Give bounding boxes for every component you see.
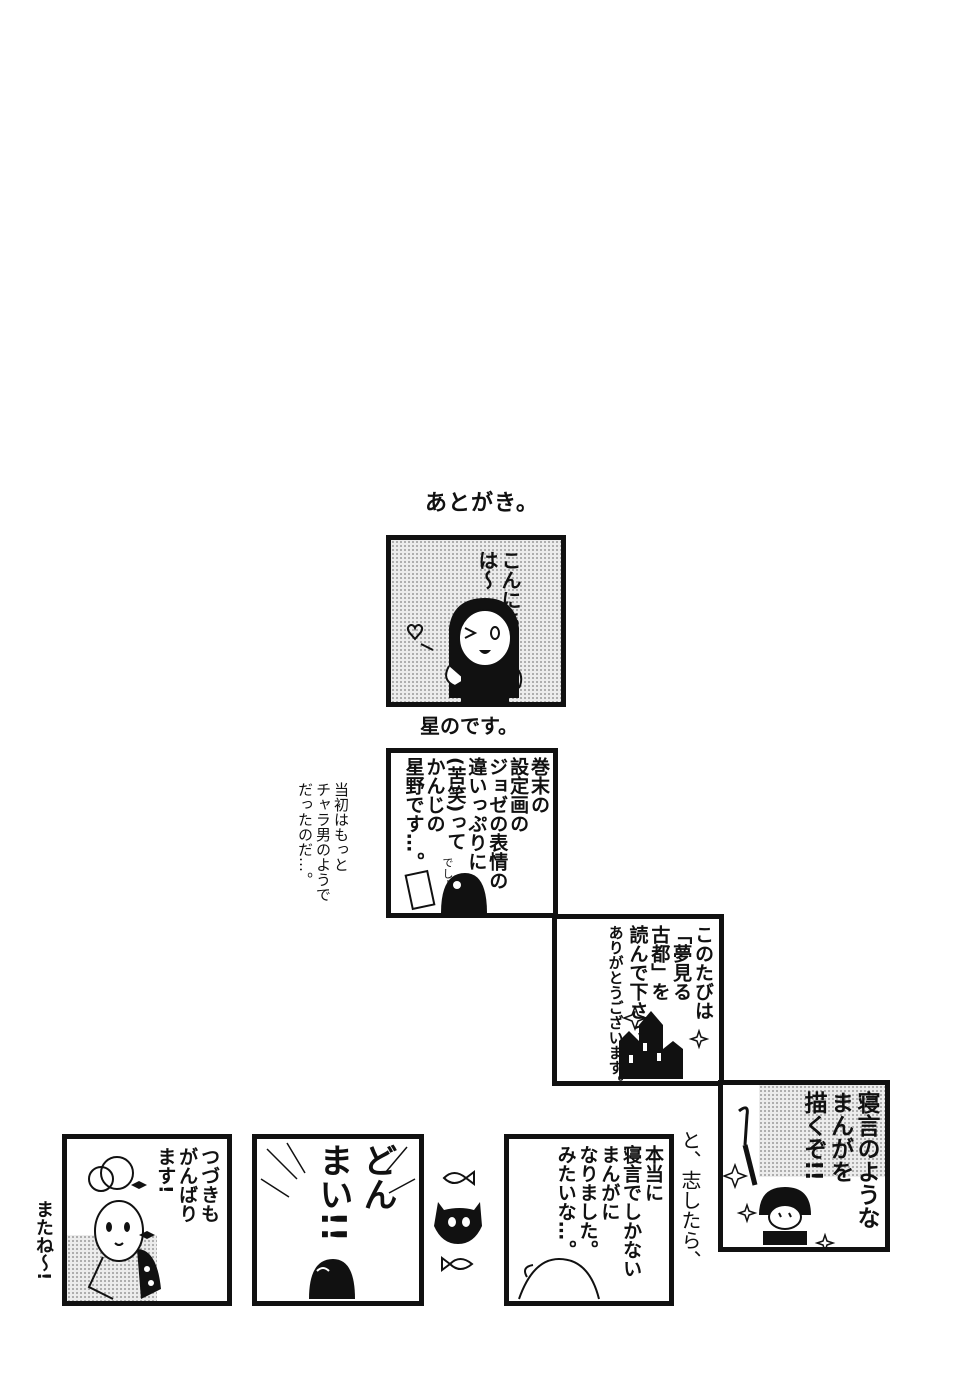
result-line-1: 本当に	[642, 1145, 664, 1202]
panel-resolve: 寝言のような まんがを 描くぞ!!	[718, 1080, 890, 1252]
design-line-4: 違いっぷりに	[465, 757, 488, 871]
design-line-1: 巻末の	[528, 757, 550, 814]
panel-design-sheets-text: 巻末の 設定画の ジョゼの表情の 違いっぷりに (苦笑)って かんじの 星野です…	[402, 757, 550, 890]
intro-caption: 星のです。	[420, 714, 518, 738]
fallen-author-figure	[518, 1257, 600, 1300]
cat-and-fish-icons	[434, 1170, 482, 1272]
result-line-2: 寝言でしかない	[620, 1145, 643, 1278]
continue-line-3: ます!	[154, 1147, 177, 1194]
author-pen-figure	[723, 1106, 836, 1247]
resolve-line-1: 寝言のような	[853, 1091, 879, 1229]
thanks-line-2: 「夢見る	[670, 925, 693, 1001]
side-note-line-3: だったのだ…。	[296, 782, 314, 887]
side-note-goodbye: またね〜!	[33, 1200, 54, 1281]
resolve-line-3: 描くぞ!!	[800, 1091, 827, 1181]
thanks-line-1: このたびは	[692, 925, 714, 1020]
result-line-5: みたいな…。	[554, 1145, 577, 1259]
result-line-4: なりました。	[576, 1145, 599, 1259]
side-note-line-2: チャラ男のようで	[314, 782, 332, 902]
fish-icon	[441, 1256, 474, 1272]
castle-icon	[619, 1004, 710, 1079]
page-title: あとがき。	[425, 491, 539, 516]
side-note-initial-concept: 当初はもっと チャラ男のようで だったのだ…。	[296, 782, 350, 902]
fish-icon	[442, 1170, 475, 1186]
resolve-tone	[759, 1085, 885, 1177]
panel-design-sheets: 巻末の 設定画の ジョゼの表情の 違いっぷりに (苦笑)って かんじの 星野です…	[386, 748, 558, 918]
josette-figure	[87, 1156, 161, 1300]
result-line-3: まんがに	[598, 1145, 621, 1221]
design-line-2: 設定画の	[507, 757, 530, 833]
panel-result-text: 本当に 寝言でしかない まんがに なりました。 みたいな…。	[554, 1145, 664, 1278]
speed-lines-figure	[260, 1142, 416, 1299]
continue-line-2: がんばり	[176, 1147, 199, 1223]
panel-continue: つづきも がんばり ます!	[62, 1134, 232, 1306]
dont-mind-line-1: どん	[357, 1143, 397, 1211]
greeting-line-2: は〜	[475, 550, 499, 590]
panel-thanks: このたびは 「夢見る 古都」を 読んで下さって ありがとうございます。	[552, 914, 724, 1086]
heart-icon	[406, 624, 424, 641]
author-avatar-figure	[406, 598, 523, 702]
panel-dont-mind: どん まい!!	[252, 1134, 424, 1306]
panel-continue-text: つづきも がんばり ます!	[153, 1147, 220, 1223]
resolve-line-2: まんがを	[826, 1091, 853, 1183]
continue-line-1: つづきも	[198, 1147, 220, 1223]
bow-icon	[139, 1231, 155, 1239]
side-note-resolve: と、志したら、	[678, 1130, 702, 1270]
side-note-line-1: 当初はもっと	[332, 782, 350, 872]
design-line-3: ジョゼの表情の	[486, 757, 509, 890]
thanks-line-3: 古都」を	[648, 925, 671, 1001]
panel-result: 本当に 寝言でしかない まんがに なりました。 みたいな…。	[504, 1134, 674, 1306]
design-line-7: 星野です…。	[402, 757, 425, 871]
author-reading-figure	[404, 869, 487, 913]
panel-resolve-text: 寝言のような まんがを 描くぞ!!	[800, 1091, 879, 1229]
panel-dont-mind-text: どん まい!!	[311, 1143, 399, 1242]
cat-icon	[434, 1202, 482, 1244]
design-line-5: (苦笑)って	[444, 757, 467, 851]
bow-icon	[131, 1181, 147, 1189]
design-line-6: かんじの	[423, 757, 446, 833]
sparkle-icon	[723, 1162, 749, 1190]
panel-greeting: こんにち は〜	[386, 535, 566, 707]
dont-mind-line-2: まい!!	[312, 1143, 353, 1243]
sparkle-icon	[621, 1004, 649, 1032]
